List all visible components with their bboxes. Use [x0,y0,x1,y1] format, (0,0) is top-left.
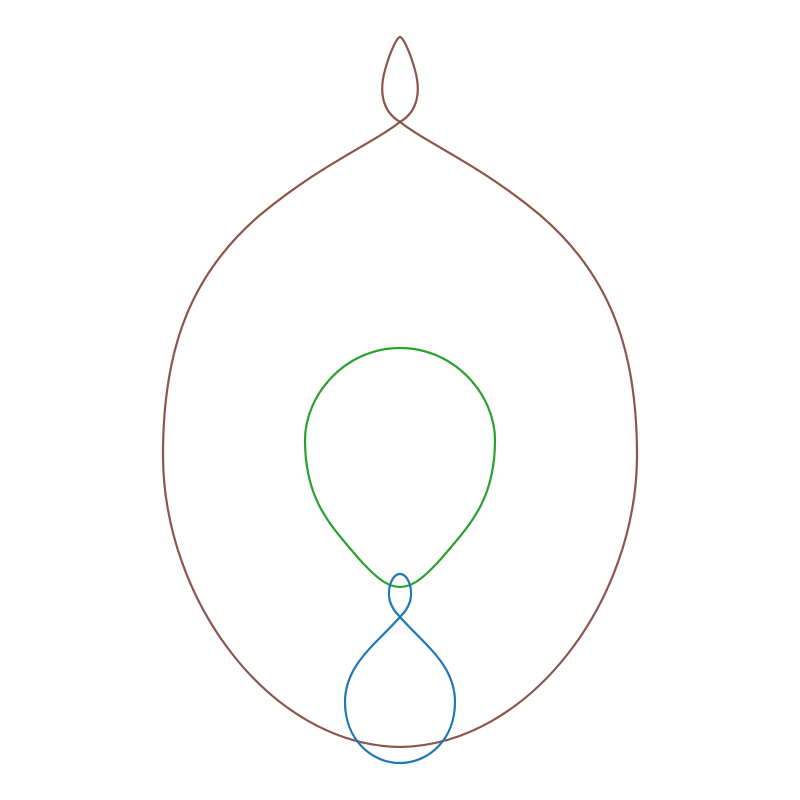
middle-curve [303,346,497,589]
outer-curve [161,35,639,749]
inner-curve [343,572,457,765]
